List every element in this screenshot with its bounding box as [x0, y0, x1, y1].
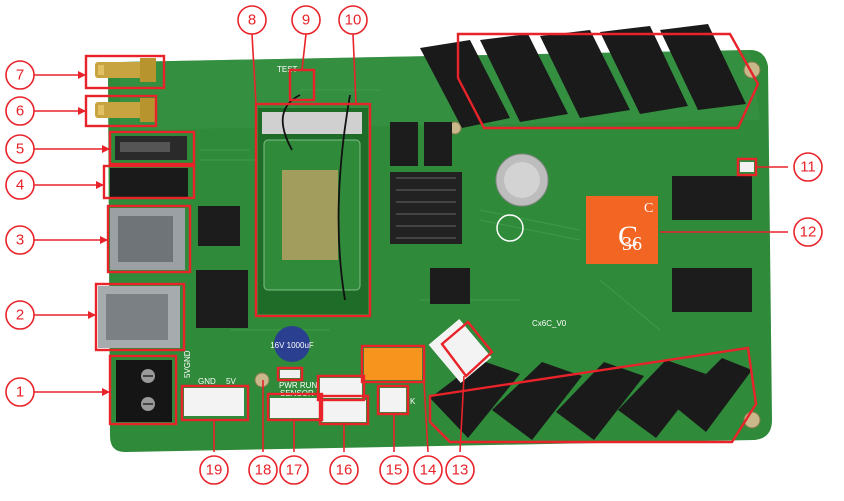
- ic-chip: [424, 122, 452, 166]
- callout-16: 16: [329, 455, 359, 485]
- chip-label-sub: 36: [622, 233, 642, 255]
- callout-11: 11: [793, 152, 823, 182]
- audio-jack: [110, 168, 188, 198]
- silk-k: K: [410, 397, 416, 406]
- svg-text:7: 7: [16, 67, 24, 84]
- chip-label-superscript: C: [644, 201, 653, 216]
- svg-text:8: 8: [248, 12, 256, 29]
- pcb-traces: [200, 89, 661, 331]
- svg-text:15: 15: [386, 462, 403, 479]
- callout-14: 14: [413, 455, 443, 485]
- svg-text:1: 1: [16, 384, 24, 401]
- chip-label-main: C: [618, 220, 638, 253]
- callout-3: 3: [5, 225, 35, 255]
- sma-connector-bottom: [95, 98, 156, 122]
- svg-text:10: 10: [345, 12, 362, 29]
- svg-text:5: 5: [16, 141, 24, 158]
- silk-5v: 5V: [226, 377, 236, 386]
- hub-connectors-top: [420, 24, 746, 128]
- sma-connector-top: [95, 58, 156, 82]
- callout-15: 15: [379, 455, 409, 485]
- silk-version: Cx6C_V0: [532, 319, 567, 328]
- hub-connectors-bottom: [430, 358, 752, 440]
- svg-text:6: 6: [16, 103, 24, 120]
- highlight-boxes: [84, 32, 760, 444]
- pb-free-mark: [496, 214, 524, 242]
- callout-2: 2: [5, 300, 35, 330]
- svg-text:18: 18: [255, 462, 272, 479]
- callout-10: 10: [338, 5, 368, 35]
- silk-5vgnd: 5VGND: [183, 350, 192, 378]
- callout-7: 7: [5, 60, 35, 90]
- callout-6: 6: [5, 96, 35, 126]
- electrolytic-capacitor: [274, 326, 310, 362]
- connector-15: [380, 388, 406, 412]
- connector-17: [270, 398, 320, 418]
- connector-14: [320, 378, 362, 398]
- memory-chip: [672, 176, 752, 220]
- c36-chip-label: [586, 196, 658, 264]
- memory-chip: [672, 268, 752, 312]
- callout-18: 18: [248, 455, 278, 485]
- svg-text:17: 17: [286, 462, 303, 479]
- connector-16: [322, 400, 366, 422]
- leader-lines: [34, 33, 788, 453]
- callout-13: 13: [445, 455, 475, 485]
- indicator-led: [740, 162, 754, 172]
- relay-orange: [364, 348, 422, 380]
- silk-test: TEST: [277, 65, 298, 74]
- power-terminal-block: [116, 360, 172, 422]
- callout-9: 9: [291, 5, 321, 35]
- callout-1: 1: [5, 377, 35, 407]
- callout-17: 17: [279, 455, 309, 485]
- capacitor-text: 16V 1000uF: [270, 341, 314, 350]
- pwr-run-leds: [280, 370, 300, 378]
- svg-text:9: 9: [302, 12, 310, 29]
- heatsink: [390, 172, 462, 244]
- svg-text:12: 12: [800, 224, 817, 241]
- svg-text:13: 13: [452, 462, 469, 479]
- svg-text:3: 3: [16, 232, 24, 249]
- svg-text:11: 11: [800, 159, 816, 176]
- callout-8: 8: [237, 5, 267, 35]
- svg-text:16: 16: [336, 462, 353, 479]
- ic-chip: [390, 122, 418, 166]
- svg-text:4: 4: [16, 177, 24, 194]
- silk-gnd: GND: [198, 377, 216, 386]
- callout-19: 19: [199, 455, 229, 485]
- svg-text:19: 19: [206, 462, 223, 479]
- svg-text:2: 2: [16, 307, 24, 324]
- callout-5: 5: [5, 134, 35, 164]
- silk-pwr-run: PWR RUN: [279, 381, 317, 390]
- connector-19: [184, 388, 244, 416]
- svg-text:14: 14: [420, 462, 437, 479]
- callout-12: 12: [793, 217, 823, 247]
- callout-4: 4: [5, 170, 35, 200]
